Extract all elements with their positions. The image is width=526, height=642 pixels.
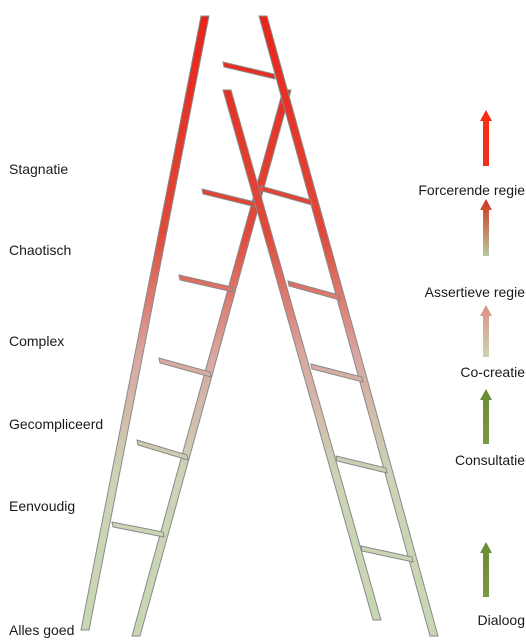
arrow-assertieve-regie-icon [480, 199, 492, 256]
ladder-right-rail-outer [258, 15, 439, 637]
ladder-right-rungs [222, 61, 414, 563]
ladder-left-rail-outer [80, 15, 210, 631]
level-stagnatie: Stagnatie [9, 161, 69, 177]
ladder-left-rail-inner [131, 89, 292, 637]
arrow-consultatie-icon [480, 389, 492, 444]
arrow-dialoog-icon [480, 542, 492, 597]
ladder-right-rail-inner [222, 89, 382, 621]
style-forcerende-regie: Forcerende regie [418, 182, 525, 198]
level-complex: Complex [9, 333, 65, 349]
level-eenvoudig: Eenvoudig [9, 498, 76, 514]
style-assertieve-regie: Assertieve regie [424, 284, 525, 300]
arrow-forcerende-regie-icon [480, 110, 492, 166]
ladder-right [222, 15, 439, 637]
ladder-left [80, 15, 292, 637]
style-co-creatie: Co-creatie [460, 364, 525, 380]
arrow-co-creatie-icon [480, 305, 492, 357]
ladder-left-rungs [111, 188, 257, 538]
style-consultatie: Consultatie [454, 452, 525, 468]
style-dialoog: Dialoog [477, 612, 525, 628]
level-chaotisch: Chaotisch [9, 242, 72, 258]
level-alles-goed: Alles goed [9, 622, 75, 638]
level-gecompliceerd: Gecompliceerd [9, 416, 104, 432]
